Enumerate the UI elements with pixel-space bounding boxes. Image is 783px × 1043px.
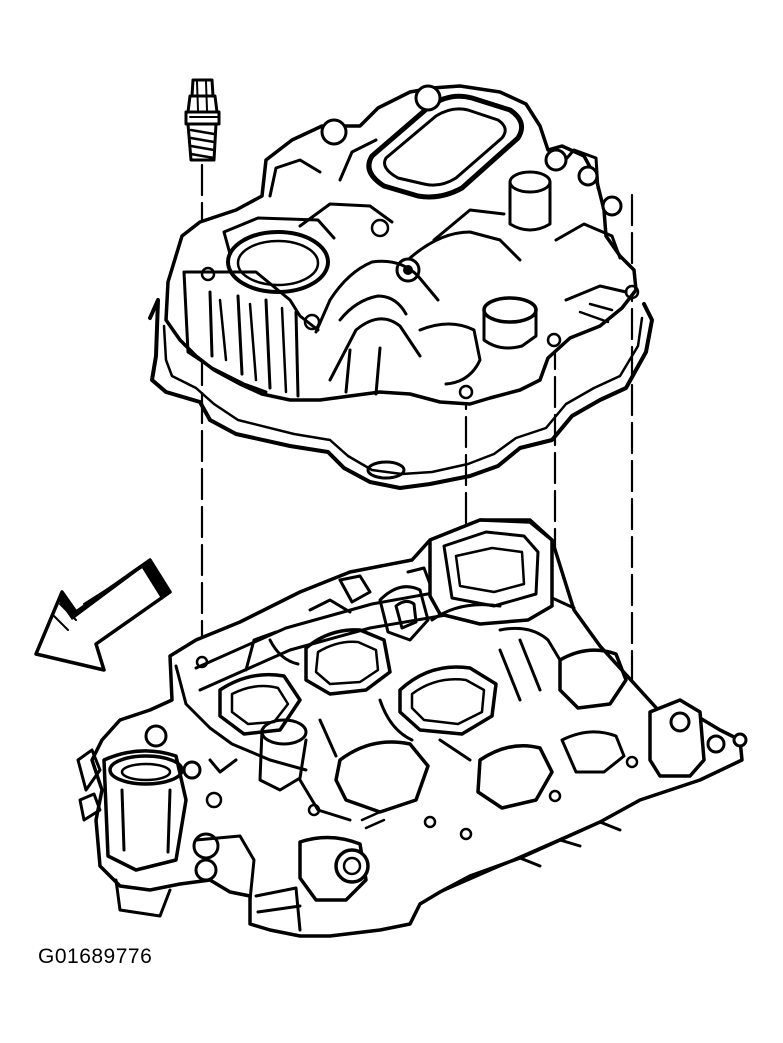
bolt-icon — [184, 78, 221, 162]
lower-intake-manifold — [76, 518, 748, 938]
manifold-gasket — [148, 298, 654, 490]
upper-intake-manifold — [164, 84, 640, 406]
figure-id-label: G01689776 — [38, 945, 153, 968]
direction-arrow-icon — [34, 558, 172, 672]
